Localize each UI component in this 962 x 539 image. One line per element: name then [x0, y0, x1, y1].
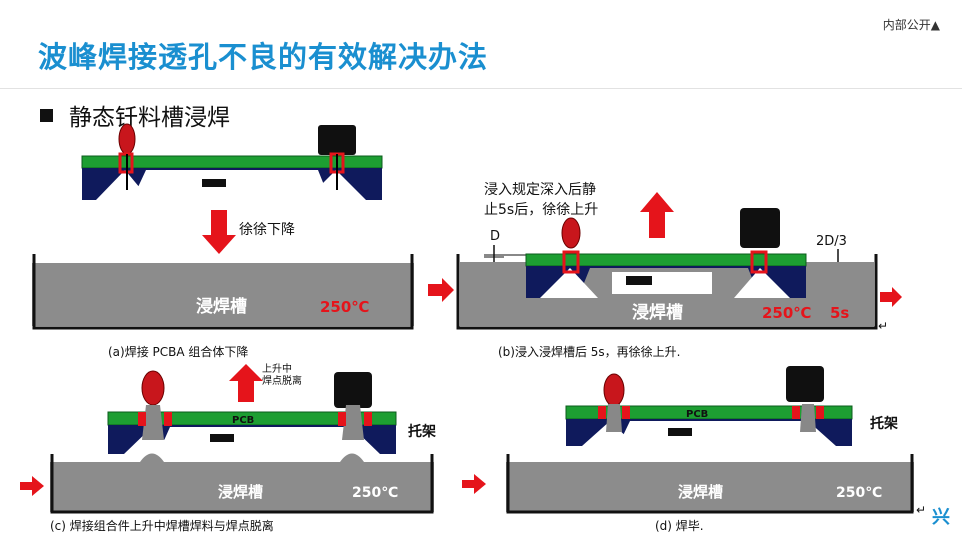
right-arrow-icon — [462, 474, 486, 494]
solder-bath — [32, 263, 414, 326]
panel-d-return-mark: ↵ — [916, 503, 926, 517]
up-arrow-icon — [640, 192, 674, 238]
right-arrow-icon — [20, 476, 44, 496]
panel-b-note-line2: 止5s后，徐徐上升 — [484, 202, 598, 218]
panel-a-bath-label: 浸焊槽 — [196, 296, 247, 317]
pcb-board — [525, 253, 807, 267]
title-divider — [0, 88, 962, 89]
solder-bath — [50, 462, 434, 512]
panel-b-note-line1: 浸入规定深入后静 — [484, 182, 596, 198]
panel-b-caption: (b)浸入浸焊槽后 5s，再徐徐上升. — [498, 344, 681, 359]
bullet-item: 静态钎料槽浸焊 — [40, 98, 230, 132]
bullet-square-icon — [40, 109, 53, 122]
classification-tag: 内部公开▲ — [882, 18, 940, 32]
down-arrow-icon — [202, 210, 236, 254]
depth-d-label: D — [490, 229, 500, 244]
right-arrow-icon — [428, 278, 454, 302]
component-chip — [318, 125, 356, 155]
depth-2d3-label: 2D/3 — [816, 234, 847, 249]
solder-bath — [506, 462, 914, 512]
panel-d-rack-label: 托架 — [870, 415, 898, 432]
panel-b-bath-label: 浸焊槽 — [632, 302, 683, 323]
component-capacitor — [561, 217, 581, 249]
panel-d-temperature: 250℃ — [836, 485, 882, 501]
panel-c-temperature: 250℃ — [352, 485, 398, 501]
panel-c-pcb-label: PCB — [232, 415, 254, 426]
panel-c: 上升中 焊点脱离 PCB 托架 浸焊槽 250℃ (c) 焊接组合件上升中焊槽焊… — [20, 362, 436, 533]
component-capacitor — [141, 370, 165, 406]
panel-c-rising-line1: 上升中 — [262, 362, 292, 375]
panel-b: 浸入规定深入后静 止5s后，徐徐上升 D 2D/3 浸焊槽 250℃ 5s ↵ … — [456, 182, 902, 359]
component-chip — [786, 366, 824, 402]
component-capacitor — [118, 123, 136, 155]
panel-a-caption: (a)焊接 PCBA 组合体下降 — [108, 344, 248, 359]
panel-d-bath-label: 浸焊槽 — [678, 483, 723, 501]
component-capacitor — [603, 373, 625, 407]
panel-c-rack-label: 托架 — [408, 423, 436, 440]
panel-a-temperature: 250℃ — [320, 298, 369, 316]
panel-c-caption: (c) 焊接组合件上升中焊槽焊料与焊点脱离 — [50, 518, 274, 533]
panel-c-bath-label: 浸焊槽 — [218, 483, 263, 501]
panel-b-temperature: 250℃ — [762, 304, 811, 322]
panel-c-rising-line2: 焊点脱离 — [262, 374, 302, 387]
panel-b-return-mark: ↵ — [878, 319, 888, 333]
corner-logo-icon: 兴 — [932, 507, 950, 528]
component-chip — [740, 208, 780, 248]
component-chip — [334, 372, 372, 408]
panel-d: PCB 托架 浸焊槽 250℃ (d) 焊毕. ↵ — [462, 366, 926, 533]
bullet-text: 静态钎料槽浸焊 — [69, 105, 230, 131]
right-arrow-icon — [880, 287, 902, 307]
panel-d-pcb-label: PCB — [686, 409, 708, 420]
panel-a: 徐徐下降 浸焊槽 250℃ (a)焊接 PCBA 组合体下降 — [32, 123, 454, 359]
slide-title: 波峰焊接透孔不良的有效解决办法 — [38, 40, 489, 74]
panel-d-caption: (d) 焊毕. — [655, 518, 704, 533]
panel-b-time: 5s — [830, 304, 849, 322]
up-arrow-icon — [229, 364, 263, 402]
panel-a-arrow-text: 徐徐下降 — [239, 222, 295, 238]
